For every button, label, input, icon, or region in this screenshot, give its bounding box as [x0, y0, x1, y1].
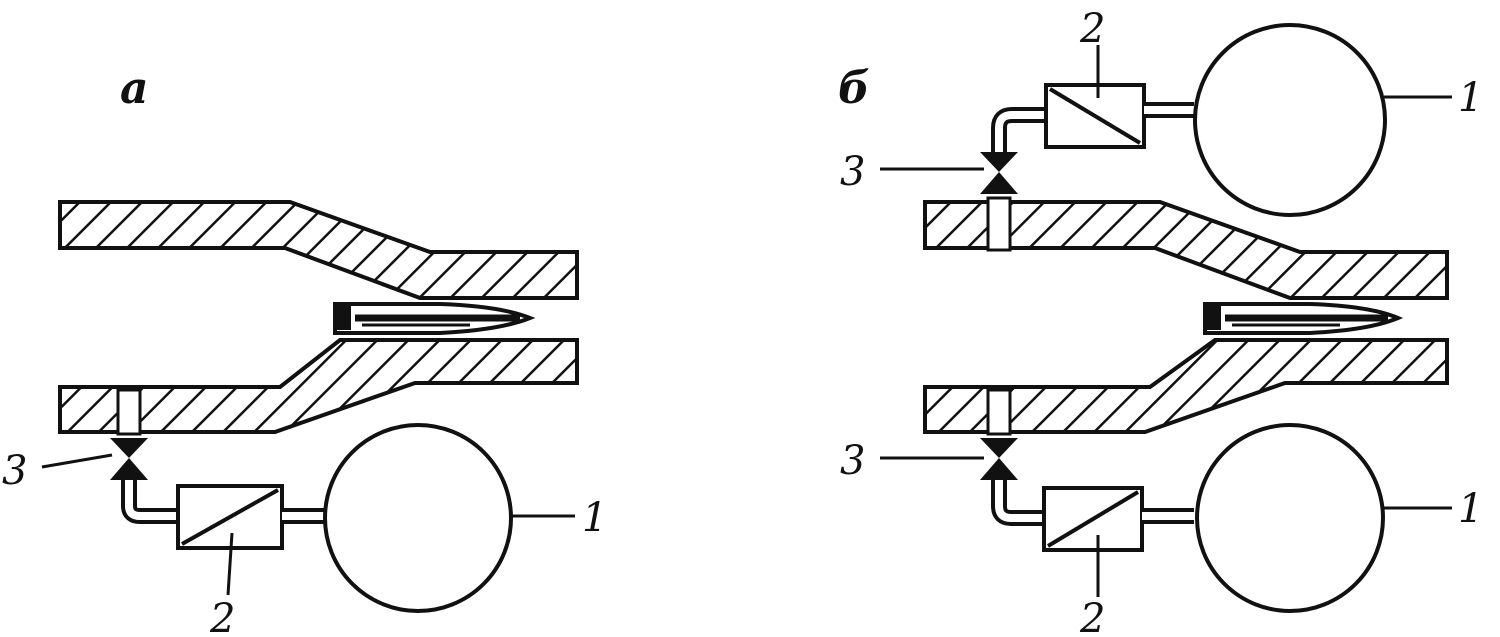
panel-a-reservoir: [323, 423, 513, 613]
panel-b-lower-wall: [923, 338, 1449, 434]
panel-b-bottom-valve: [980, 438, 1018, 480]
panel-b-top-label-3: 3: [840, 149, 865, 195]
panel-b-top-label-1: 1: [1458, 75, 1483, 121]
panel-b-top-valve-unit: [1044, 83, 1146, 149]
panel-b-bottom-reservoir: [1195, 423, 1385, 613]
panel-b: б 3 1 2: [838, 6, 1483, 637]
panel-a-lower-wall: [58, 338, 579, 434]
panel-a-projectile: [333, 302, 536, 335]
panel-a-valve-unit: [176, 484, 284, 550]
panel-b-projectile: [1203, 302, 1404, 335]
panel-b-top-reservoir: [1193, 23, 1387, 217]
panel-b-top-channel: [986, 196, 1012, 252]
panel-a-valve: [110, 438, 148, 480]
panel-b-bottom-label-1: 1: [1458, 486, 1483, 532]
panel-a: а: [2, 63, 607, 637]
panel-b-bottom-pipe-left: [991, 480, 1046, 526]
panel-a-label-2: 2: [209, 596, 235, 637]
panel-a-channel: [116, 388, 142, 436]
panel-b-bottom-channel: [986, 388, 1012, 436]
panel-a-label-1: 1: [582, 495, 607, 541]
panel-a-pipe-left: [121, 480, 178, 524]
panel-b-top-valve: [980, 152, 1018, 194]
panel-a-label-3: 3: [2, 448, 27, 494]
panel-b-bottom-label-3: 3: [840, 438, 865, 484]
panel-b-letter: б: [838, 63, 870, 114]
panel-b-top-label-2: 2: [1079, 6, 1105, 52]
panel-b-top-pipe-left: [991, 107, 1048, 152]
panel-b-bottom-label-2: 2: [1079, 596, 1105, 637]
panel-a-upper-wall: [58, 200, 579, 300]
panel-a-letter: а: [120, 63, 149, 114]
panel-b-bottom-valve-unit: [1042, 486, 1144, 552]
